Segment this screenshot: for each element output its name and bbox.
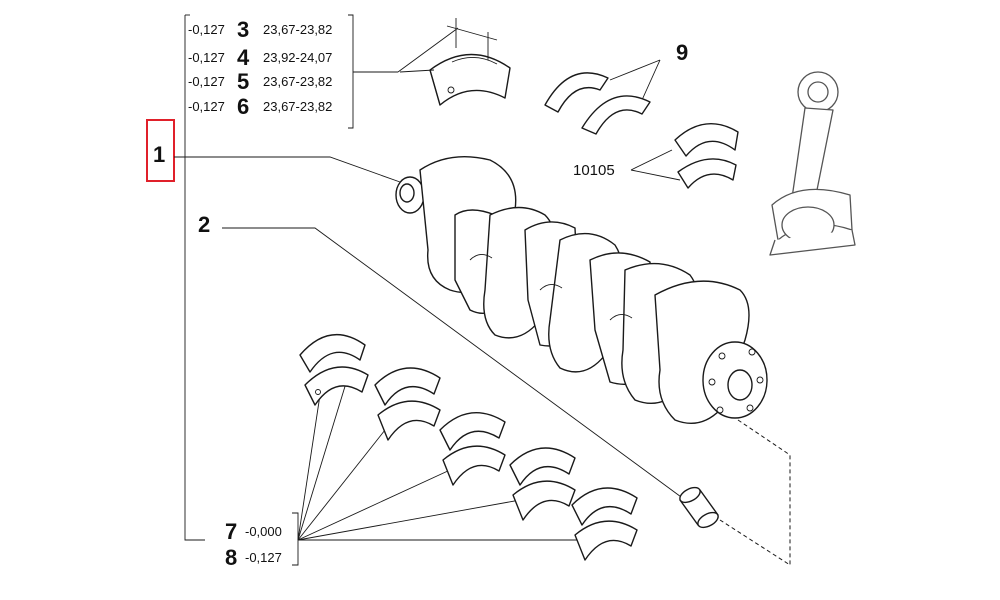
size-row-4: -0,127 4 23,92-24,07	[188, 45, 332, 70]
svg-text:7: 7	[225, 519, 237, 544]
thrust-washer-lower[interactable]	[581, 95, 651, 135]
callout-1-crankshaft[interactable]: 1	[146, 119, 401, 183]
svg-text:-0,127: -0,127	[188, 99, 225, 114]
svg-text:23,67-23,82: 23,67-23,82	[263, 22, 332, 37]
svg-text:23,67-23,82: 23,67-23,82	[263, 74, 332, 89]
svg-text:4: 4	[237, 45, 250, 70]
rod-bearing-shell[interactable]	[674, 123, 739, 189]
size-row-5: -0,127 5 23,67-23,82	[188, 69, 332, 94]
size-row-6: -0,127 6 23,67-23,82	[188, 94, 332, 119]
svg-text:1: 1	[153, 142, 165, 167]
dowel-pin[interactable]	[677, 485, 720, 531]
svg-text:-0,127: -0,127	[188, 74, 225, 89]
main-bearing-shell-2[interactable]	[374, 367, 441, 441]
crankshaft[interactable]	[395, 155, 768, 424]
size-table: -0,127 3 23,67-23,82 -0,127 4 23,92-24,0…	[184, 14, 398, 541]
main-bearing-shell-3[interactable]	[439, 412, 506, 486]
callout-10105-rod-bearing[interactable]: 10105	[573, 149, 681, 181]
svg-text:8: 8	[225, 545, 237, 570]
svg-text:-0,127: -0,127	[188, 50, 225, 65]
flange-dowel-leader	[719, 419, 791, 566]
bearing-row-8: 8 -0,127	[225, 545, 282, 570]
svg-text:2: 2	[198, 212, 210, 237]
main-bearing-shell-1[interactable]	[299, 333, 369, 406]
svg-text:10105: 10105	[573, 162, 615, 179]
thrust-washer-upper[interactable]	[544, 72, 609, 113]
svg-text:23,67-23,82: 23,67-23,82	[263, 99, 332, 114]
highlight-box	[146, 119, 175, 182]
svg-text:-0,000: -0,000	[245, 524, 282, 539]
main-bearing-shell-5[interactable]	[571, 487, 638, 561]
main-bearing-shell-top[interactable]	[397, 18, 511, 106]
svg-text:23,92-24,07: 23,92-24,07	[263, 50, 332, 65]
svg-text:9: 9	[676, 40, 688, 65]
callout-2-dowel[interactable]: 2	[198, 212, 693, 506]
callout-9-thrust-washers[interactable]: 9	[609, 40, 688, 101]
svg-text:-0,127: -0,127	[245, 550, 282, 565]
bearing-table: 7 -0,000 8 -0,127	[225, 369, 580, 570]
svg-text:3: 3	[237, 17, 249, 42]
bearing-row-7: 7 -0,000	[225, 519, 282, 544]
svg-text:6: 6	[237, 94, 249, 119]
main-bearing-shell-4[interactable]	[509, 447, 576, 521]
connecting-rod[interactable]	[769, 71, 856, 256]
svg-text:-0,127: -0,127	[188, 22, 225, 37]
svg-text:5: 5	[237, 69, 249, 94]
size-row-3: -0,127 3 23,67-23,82	[188, 17, 332, 42]
